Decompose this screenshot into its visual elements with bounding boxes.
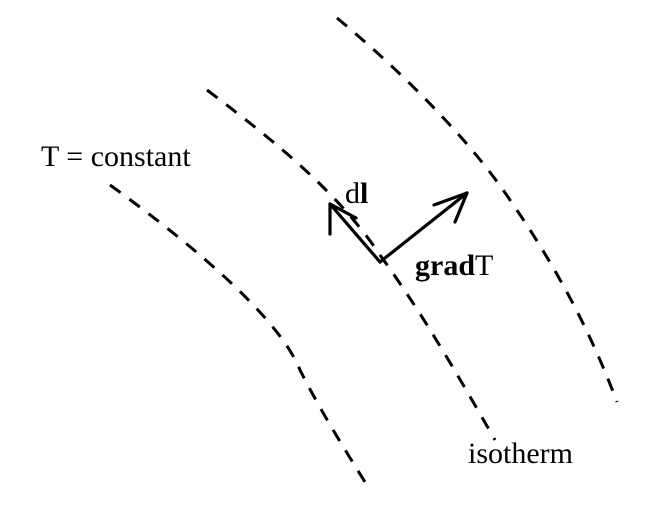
dl-vector <box>328 202 382 264</box>
grad-vector-arrowhead <box>432 191 469 224</box>
grad-vector <box>378 191 469 264</box>
grad-label-suffix: T <box>475 249 493 282</box>
dl-vector-arrowhead <box>328 202 358 236</box>
grad-vector-shaft <box>378 191 469 264</box>
isotherm-curve-right <box>336 16 619 403</box>
grad-label: gradT <box>415 249 493 282</box>
t-constant-label: T = constant <box>41 140 191 173</box>
isotherm-curve-middle <box>206 88 497 441</box>
dl-label: dl <box>345 177 368 210</box>
dl-vector-shaft <box>328 202 382 264</box>
isotherm-curve-left <box>109 183 372 491</box>
isotherm-label: isotherm <box>468 437 573 470</box>
grad-label-bold: grad <box>415 249 475 282</box>
dl-label-prefix: d <box>345 177 360 210</box>
dl-label-bold: l <box>360 177 368 210</box>
